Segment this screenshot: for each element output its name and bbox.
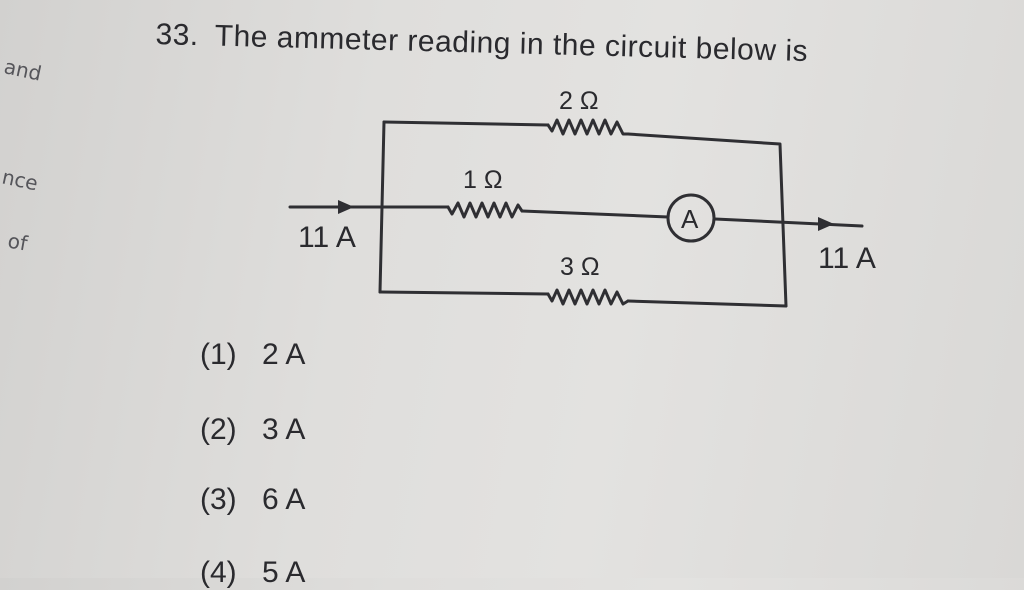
resistor-middle-zigzag (446, 201, 524, 219)
option-1-number: (1) (200, 338, 237, 371)
output-current-label: 11 A (818, 242, 876, 275)
resistor-bottom-label: 3 Ω (560, 253, 600, 281)
resistor-top-zigzag (546, 118, 630, 136)
resistor-middle-label: 1 Ω (463, 166, 503, 194)
resistor-bottom-zigzag (546, 288, 630, 306)
input-arrow-icon (338, 200, 354, 214)
output-wire (713, 217, 864, 228)
option-1-text: 2 A (262, 338, 306, 371)
option-2-text: 3 A (262, 413, 306, 446)
option-4-text: 5 A (262, 556, 306, 589)
ammeter-icon (666, 193, 716, 243)
resistor-top-label: 2 Ω (559, 87, 599, 115)
middle-branch-wire (288, 205, 670, 219)
option-3-text: 6 A (262, 483, 306, 516)
option-3-number: (3) (200, 483, 237, 516)
option-2: (2) 3 A (200, 413, 305, 447)
option-4: (4) 5 A (200, 556, 305, 590)
option-2-number: (2) (200, 413, 237, 446)
bottom-branch-wire (378, 290, 788, 308)
output-arrow-icon (818, 217, 834, 231)
ammeter-label: A (681, 204, 699, 234)
input-current-label: 11 A (298, 221, 356, 254)
top-branch-wire (382, 120, 788, 308)
option-3: (3) 6 A (200, 483, 305, 517)
circuit-diagram: 2 Ω 1 Ω 3 Ω A 11 A 11 A (288, 87, 876, 308)
option-1: (1) 2 A (200, 338, 305, 372)
option-4-number: (4) (200, 556, 237, 589)
